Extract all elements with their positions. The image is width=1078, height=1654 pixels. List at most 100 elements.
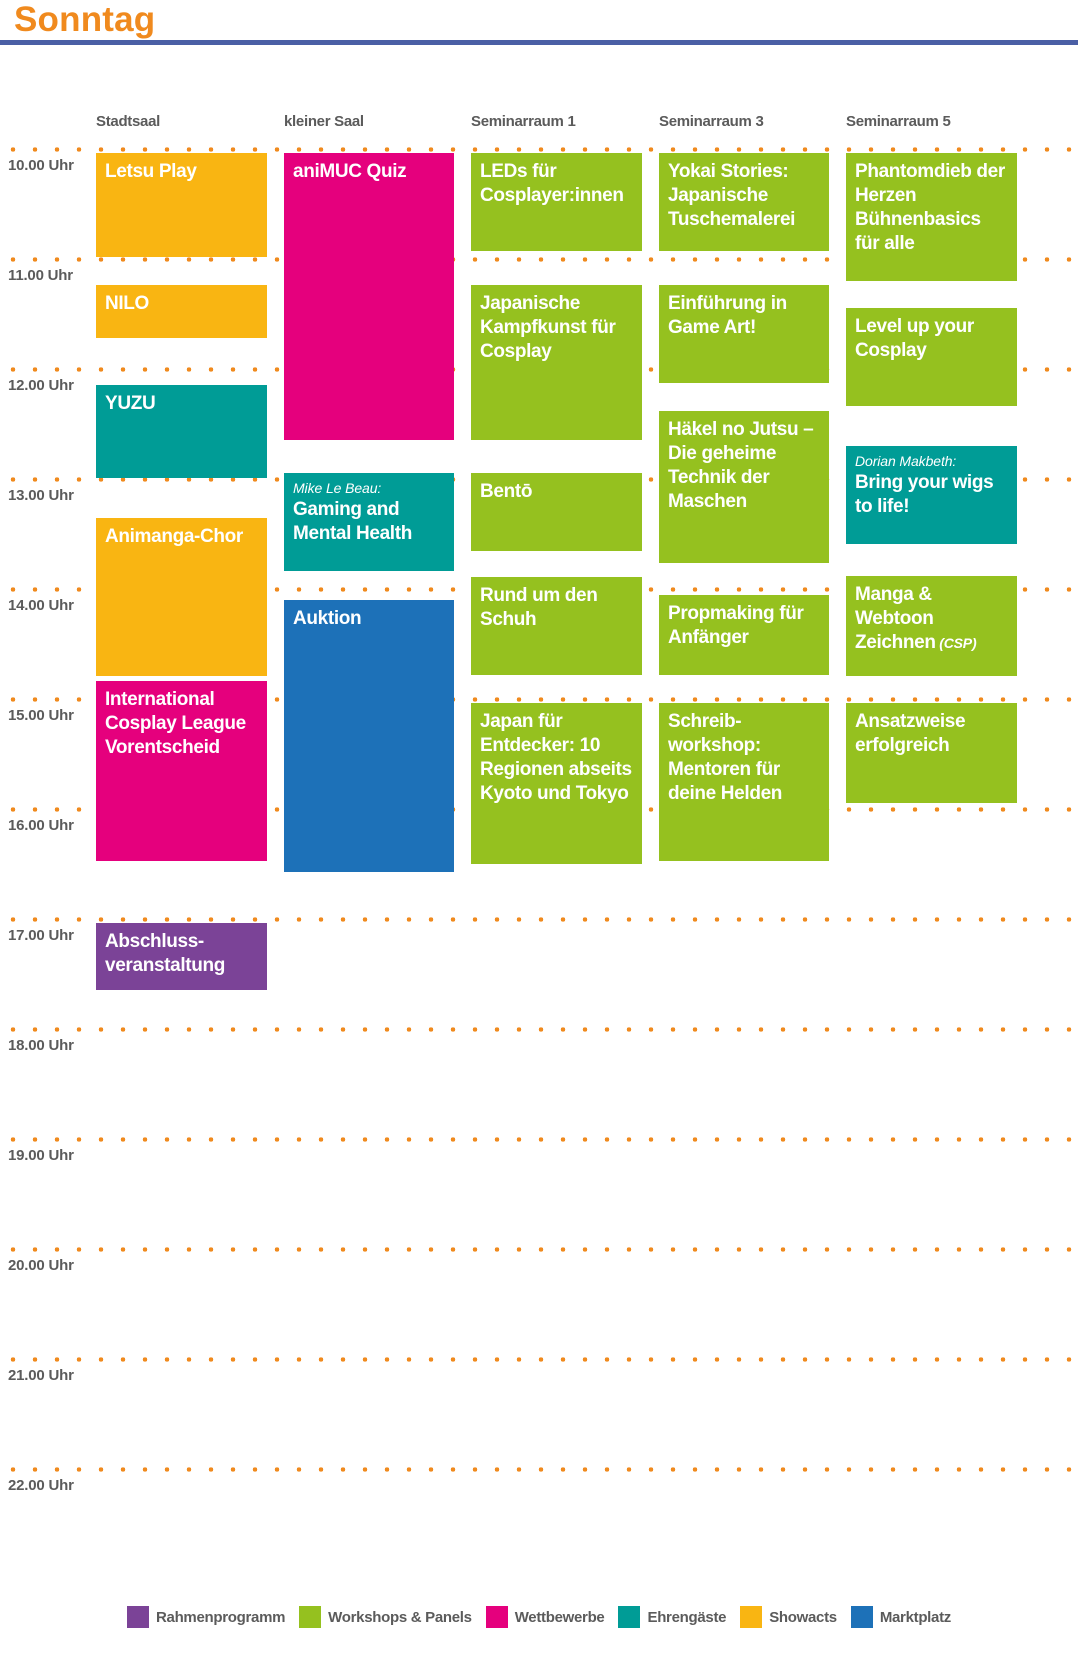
- event-title: Japan für Entdecker: 10 Regionen abseits…: [480, 711, 632, 804]
- event-block[interactable]: Schreib-workshop: Mentoren für deine Hel…: [659, 703, 829, 861]
- legend-color-swatch: [850, 1606, 873, 1628]
- legend-item: Showacts: [740, 1606, 837, 1628]
- legend-label: Showacts: [769, 1608, 837, 1626]
- event-block[interactable]: Dorian Makbeth: Bring your wigs to life!: [846, 446, 1017, 544]
- event-title: Animanga-Chor: [105, 526, 243, 547]
- legend-label: Ehrengäste: [647, 1608, 727, 1626]
- event-title: Rund um den Schuh: [480, 585, 598, 630]
- event-title: Letsu Play: [105, 161, 197, 182]
- event-title: Manga & Webtoon Zeichnen (CSP): [855, 584, 977, 653]
- time-label: 13.00 Uhr: [8, 487, 74, 504]
- event-block[interactable]: Ansatzweise erfolgreich: [846, 703, 1017, 803]
- room-column-headers: Stadtsaal kleiner Saal Seminarraum 1 Semina…: [0, 113, 1078, 139]
- gridline-hour: [0, 256, 1078, 263]
- gridline-hour: [0, 696, 1078, 703]
- legend-color-swatch: [740, 1606, 763, 1628]
- time-label: 18.00 Uhr: [8, 1037, 74, 1054]
- event-block[interactable]: Propmaking für Anfänger: [659, 595, 829, 675]
- event-title: Gaming and Mental Health: [293, 499, 412, 544]
- event-note: (CSP): [935, 635, 977, 651]
- legend-color-swatch: [299, 1606, 322, 1628]
- event-block[interactable]: International Cosplay League Vorentschei…: [96, 681, 267, 861]
- event-block[interactable]: Animanga-Chor: [96, 518, 267, 676]
- day-header: Sonntag: [0, 0, 1078, 48]
- event-title: Bring your wigs to life!: [855, 472, 994, 517]
- legend-item: Workshops & Panels: [299, 1606, 472, 1628]
- gridline-hour: [0, 1136, 1078, 1143]
- event-title: Einführung in Game Art!: [668, 293, 787, 338]
- time-label: 14.00 Uhr: [8, 597, 74, 614]
- legend-label: Rahmenprogramm: [156, 1608, 286, 1626]
- event-block[interactable]: Auktion: [284, 600, 454, 872]
- time-label: 12.00 Uhr: [8, 377, 74, 394]
- legend-item: Marktplatz: [850, 1606, 951, 1628]
- legend-color-swatch: [618, 1606, 641, 1628]
- legend-item: Wettbewerbe: [485, 1606, 605, 1628]
- legend-label: Marktplatz: [879, 1608, 951, 1626]
- event-title: Häkel no Jutsu – Die geheime Technik der…: [668, 419, 814, 512]
- event-title: Japanische Kampfkunst für Cosplay: [480, 293, 616, 362]
- time-label: 19.00 Uhr: [8, 1147, 74, 1164]
- gridline-hour: [0, 1356, 1078, 1363]
- event-block[interactable]: Japanische Kampfkunst für Cosplay: [471, 285, 642, 440]
- event-block[interactable]: LEDs für Cosplayer:innen: [471, 153, 642, 251]
- time-label: 21.00 Uhr: [8, 1367, 74, 1384]
- legend-item: Ehrengäste: [618, 1606, 726, 1628]
- event-title: aniMUC Quiz: [293, 161, 407, 182]
- event-block[interactable]: Manga & Webtoon Zeichnen (CSP): [846, 576, 1017, 676]
- event-block[interactable]: Einführung in Game Art!: [659, 285, 829, 383]
- event-subtitle: Dorian Makbeth:: [855, 453, 957, 469]
- event-subtitle: Mike Le Beau:: [293, 480, 382, 496]
- event-block[interactable]: Yokai Stories: Japanische Tuschemalerei: [659, 153, 829, 251]
- event-title: Yokai Stories: Japanische Tuschemalerei: [668, 161, 796, 230]
- event-title: Auktion: [293, 608, 362, 629]
- gridline-hour: [0, 146, 1078, 153]
- column-header-stadtsaal: Stadtsaal: [96, 113, 160, 130]
- event-title: NILO: [105, 293, 149, 314]
- event-block[interactable]: Rund um den Schuh: [471, 577, 642, 675]
- gridline-hour: [0, 1466, 1078, 1473]
- event-title: Abschluss-veranstaltung: [105, 931, 226, 976]
- time-label: 16.00 Uhr: [8, 817, 74, 834]
- event-title: Ansatzweise erfolgreich: [855, 711, 966, 756]
- time-label: 10.00 Uhr: [8, 157, 74, 174]
- event-block[interactable]: Phantomdieb der Herzen Bühnenbasics für …: [846, 153, 1017, 281]
- time-label: 22.00 Uhr: [8, 1477, 74, 1494]
- column-header-seminarraum-3: Seminarraum 3: [659, 113, 764, 130]
- time-label: 15.00 Uhr: [8, 707, 74, 724]
- event-title: YUZU: [105, 393, 156, 414]
- time-label: 17.00 Uhr: [8, 927, 74, 944]
- time-label: 20.00 Uhr: [8, 1257, 74, 1274]
- schedule-grid: 10.00 Uhr 11.00 Uhr 12.00 Uhr 13.00 Uhr 14.0…: [0, 146, 1078, 1494]
- column-header-seminarraum-5: Seminarraum 5: [846, 113, 951, 130]
- event-block[interactable]: aniMUC Quiz: [284, 153, 454, 440]
- event-title: Propmaking für Anfänger: [668, 603, 804, 648]
- gridline-hour: [0, 916, 1078, 923]
- event-block[interactable]: Mike Le Beau: Gaming and Mental Health: [284, 473, 454, 571]
- event-title: Schreib-workshop: Mentoren für deine Hel…: [668, 711, 783, 804]
- event-block[interactable]: Häkel no Jutsu – Die geheime Technik der…: [659, 411, 829, 563]
- legend-item: Rahmenprogramm: [127, 1606, 285, 1628]
- event-block[interactable]: Bentō: [471, 473, 642, 551]
- event-block[interactable]: Japan für Entdecker: 10 Regionen abseits…: [471, 703, 642, 864]
- legend-label: Wettbewerbe: [514, 1608, 605, 1626]
- page-title: Sonntag: [14, 0, 156, 39]
- event-title: Level up your Cosplay: [855, 316, 974, 361]
- event-title: International Cosplay League Vorentschei…: [105, 689, 246, 758]
- gridline-hour: [0, 1026, 1078, 1033]
- event-block[interactable]: YUZU: [96, 385, 267, 478]
- column-header-seminarraum-1: Seminarraum 1: [471, 113, 576, 130]
- event-block[interactable]: Level up your Cosplay: [846, 308, 1017, 406]
- event-title: LEDs für Cosplayer:innen: [480, 161, 624, 206]
- event-title: Phantomdieb der Herzen Bühnenbasics für …: [855, 161, 1005, 254]
- legend-label: Workshops & Panels: [328, 1608, 472, 1626]
- header-divider: [0, 40, 1078, 45]
- category-legend: Rahmenprogramm Workshops & Panels Wettbewe…: [0, 1600, 1078, 1634]
- time-label: 11.00 Uhr: [8, 267, 73, 284]
- legend-color-swatch: [127, 1606, 149, 1628]
- event-block[interactable]: NILO: [96, 285, 267, 338]
- column-header-kleiner-saal: kleiner Saal: [284, 113, 364, 130]
- event-title: Bentō: [480, 481, 533, 502]
- event-block[interactable]: Abschluss-veranstaltung: [96, 923, 267, 990]
- event-block[interactable]: Letsu Play: [96, 153, 267, 257]
